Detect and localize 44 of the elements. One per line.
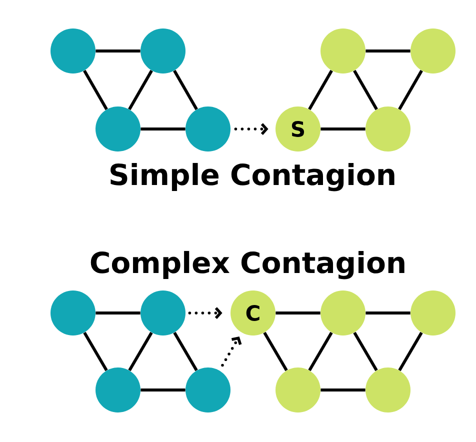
- network-link: [366, 312, 410, 314]
- network-link: [140, 128, 186, 130]
- network-link: [353, 332, 378, 372]
- network-node: [140, 290, 186, 336]
- network-link: [308, 332, 333, 372]
- network-node: [186, 368, 230, 412]
- dotted-arrow: [221, 336, 242, 367]
- network-node: [96, 106, 140, 152]
- network-node: [410, 290, 456, 336]
- network-node: [410, 28, 456, 74]
- network-link: [96, 312, 140, 314]
- network-link: [398, 70, 423, 110]
- network-link: [263, 332, 288, 372]
- network-node: [50, 290, 96, 336]
- network-link: [173, 70, 198, 110]
- heading: Complex Contagion: [90, 250, 404, 280]
- network-link: [320, 128, 366, 130]
- network-link: [366, 50, 410, 52]
- network-link: [128, 70, 153, 110]
- network-node: S: [276, 106, 320, 152]
- network-link: [308, 70, 333, 110]
- network-link: [96, 50, 140, 52]
- network-node: [320, 290, 366, 336]
- network-link: [83, 332, 108, 372]
- network-node: [96, 368, 140, 412]
- network-link: [276, 312, 320, 314]
- network-link: [320, 388, 366, 392]
- network-link: [140, 388, 186, 392]
- network-node: [320, 28, 366, 74]
- network-node: C: [230, 290, 276, 336]
- network-node: [186, 106, 230, 152]
- network-node: [140, 28, 186, 74]
- network-node: [50, 28, 96, 74]
- dotted-arrow: [234, 123, 268, 135]
- network-node: [366, 106, 410, 152]
- network-node: [366, 368, 410, 412]
- network-link: [128, 332, 153, 372]
- network-link: [173, 332, 198, 372]
- heading: Simple Contagion: [110, 162, 394, 192]
- network-link: [353, 70, 378, 110]
- network-link: [398, 332, 423, 372]
- network-link: [83, 70, 108, 110]
- network-node: [276, 368, 320, 412]
- dotted-arrow: [188, 307, 222, 319]
